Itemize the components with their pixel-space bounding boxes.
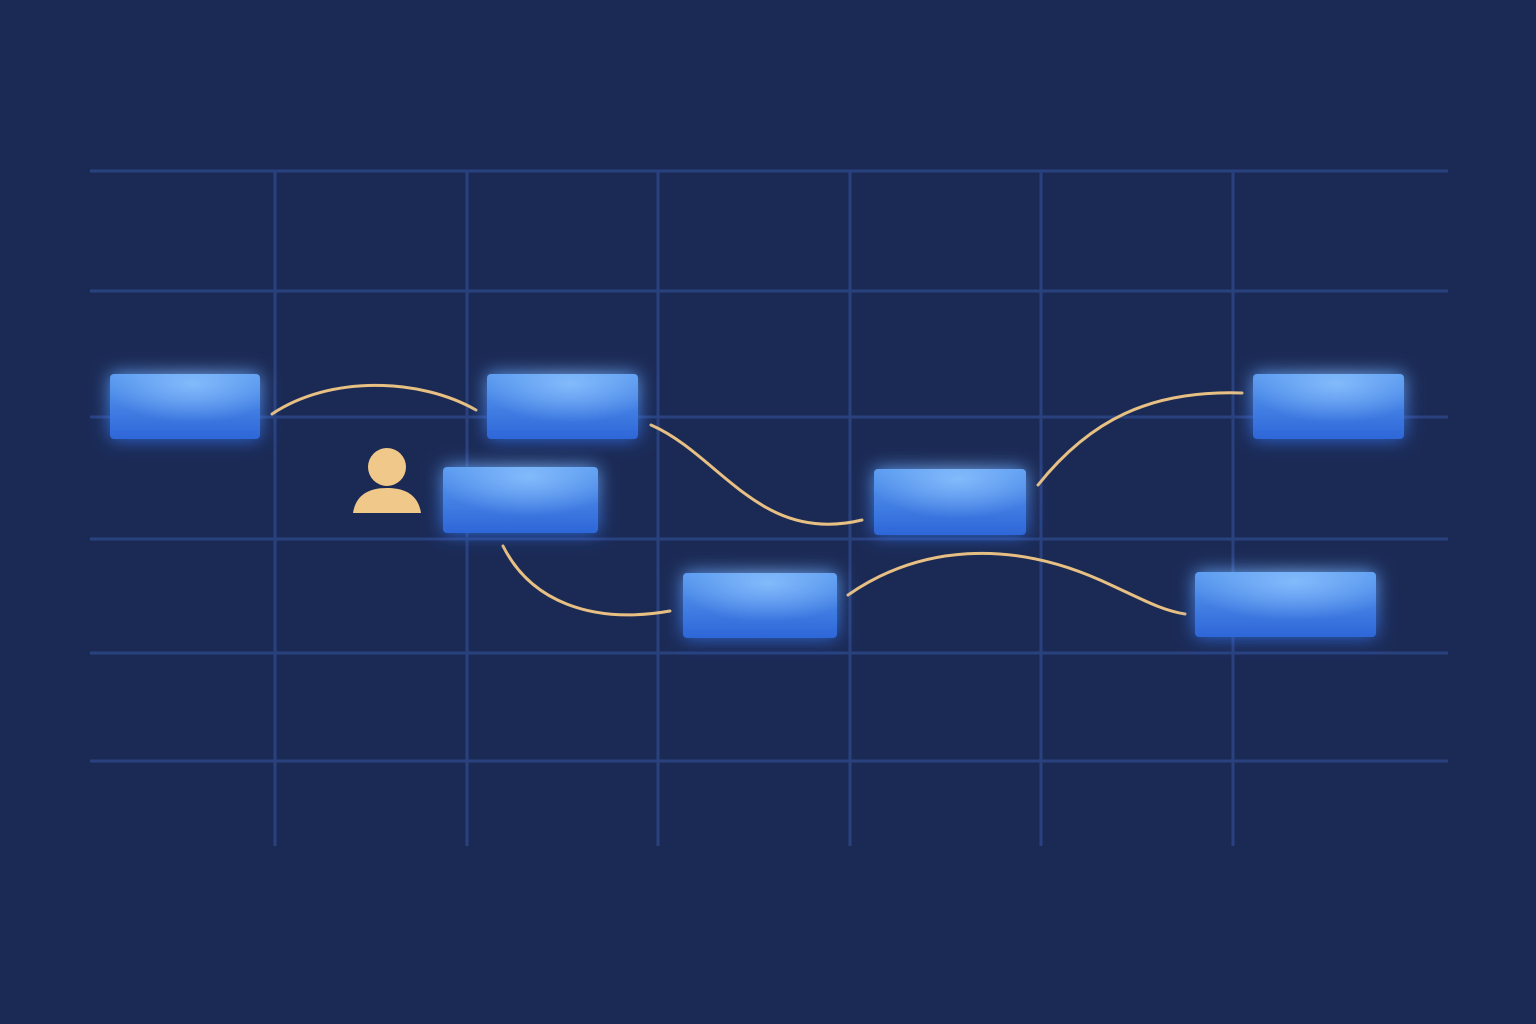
grid bbox=[90, 169, 1448, 846]
person-icon-body bbox=[353, 488, 421, 513]
person-icon-head bbox=[368, 448, 406, 486]
person-icon bbox=[353, 448, 421, 513]
nodes bbox=[110, 374, 1404, 638]
connector-node-2-node-4 bbox=[649, 423, 864, 526]
node-7[interactable] bbox=[1195, 572, 1376, 637]
node-4[interactable] bbox=[874, 469, 1026, 535]
node-5[interactable] bbox=[683, 573, 837, 638]
connector-node-3-node-5 bbox=[501, 544, 672, 617]
node-2[interactable] bbox=[487, 374, 638, 439]
connector-node-1-node-2 bbox=[270, 383, 478, 416]
connectors bbox=[270, 383, 1244, 617]
node-6[interactable] bbox=[1253, 374, 1404, 439]
connector-node-4-node-6 bbox=[1036, 391, 1244, 487]
node-1[interactable] bbox=[110, 374, 260, 439]
node-3[interactable] bbox=[443, 467, 598, 533]
connector-node-5-node-7 bbox=[846, 551, 1187, 616]
